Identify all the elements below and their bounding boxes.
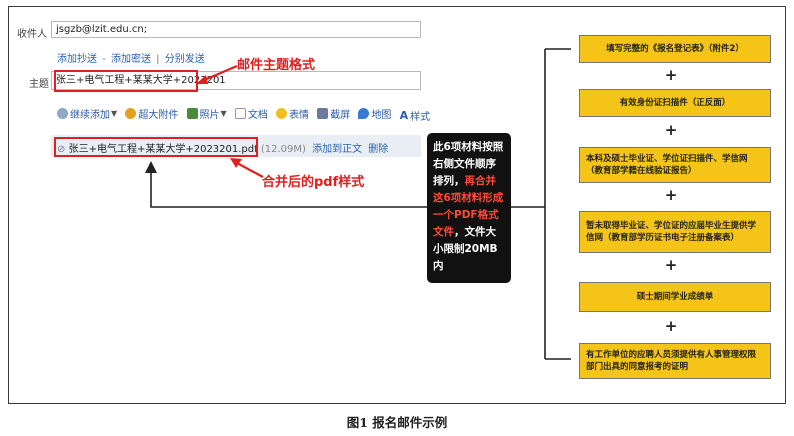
add-cc-link[interactable]: 添加抄送: [57, 54, 97, 65]
font-style-icon: A: [399, 109, 409, 122]
subject-format-annotation: 邮件主题格式: [237, 58, 316, 73]
emoji-icon: [276, 108, 288, 119]
add-to-body-link[interactable]: 添加到正文: [312, 144, 363, 155]
attachment-file-name[interactable]: 张三+电气工程+某某大学+2023201.pdf: [68, 144, 258, 155]
toolbar-add-attachment[interactable]: 继续添加▼: [57, 106, 117, 121]
attachment-bar: [51, 135, 421, 157]
instruction-part-1: 此6项材料按照右侧文件顺序排列，: [433, 141, 504, 187]
paperclip-icon: ⊘: [57, 144, 66, 155]
step-diploma-degree-scan: 本科及硕士毕业证、学位证扫描件、学信网（教育部学籍在线验证报告）: [579, 147, 771, 183]
large-paperclip-icon: [125, 108, 137, 119]
attachment-file-size: (12.09M): [260, 144, 306, 155]
toolbar-screenshot[interactable]: 截屏: [317, 106, 350, 121]
attachment-arrow: [230, 158, 264, 178]
separate-send-link[interactable]: 分别发送: [164, 54, 205, 65]
plus-sign: +: [664, 256, 678, 274]
subject-label: 主题: [29, 79, 49, 90]
plus-sign: +: [664, 317, 678, 335]
step-registration-form: 填写完整的《报名登记表》（附件2）: [579, 35, 771, 63]
toolbar-emoji[interactable]: 表情: [276, 106, 309, 121]
toolbar-document[interactable]: 文档: [234, 106, 268, 121]
toolbar-large-attachment[interactable]: 超大附件: [125, 106, 178, 121]
connector-to-attachment: [145, 161, 427, 208]
plus-sign: +: [664, 121, 678, 139]
map-pin-icon: [358, 108, 370, 119]
step-employer-consent: 有工作单位的应聘人员须提供有人事管理权限部门出具的同意报考的证明: [579, 343, 771, 379]
instruction-part-2: 再合并这6项材料形成一个PDF格式文件: [433, 175, 504, 238]
chevron-down-icon[interactable]: ▼: [111, 109, 118, 118]
plus-sign: +: [664, 66, 678, 84]
document-icon: [234, 108, 246, 119]
instruction-part-3: ，文件大小限制20MB内: [433, 226, 498, 272]
subject-input[interactable]: 张三+电气工程+某某大学+2023201: [51, 71, 421, 90]
toolbar-map[interactable]: 地图: [358, 106, 391, 121]
compose-toolbar: 继续添加▼ 超大附件 照片▼ 文档 表情 截屏 地图 A 样式: [57, 106, 435, 123]
add-bcc-link[interactable]: 添加密送: [110, 54, 151, 65]
step-graduate-registration: 暂未取得毕业证、学位证的应届毕业生提供学信网（教育部学历证书电子注册备案表）: [579, 211, 771, 253]
figure-caption: 图1 报名邮件示例: [346, 415, 448, 430]
attachment-item: ⊘ 张三+电气工程+某某大学+2023201.pdf (12.09M) 添加到正…: [57, 140, 388, 155]
toolbar-photo[interactable]: 照片▼: [186, 106, 227, 121]
photo-icon: [186, 108, 198, 119]
separator: |: [156, 54, 160, 65]
merged-pdf-annotation: 合并后的pdf样式: [262, 175, 365, 190]
separator: -: [102, 54, 106, 65]
recipient-links: 添加抄送 - 添加密送 | 分别发送: [57, 50, 205, 65]
steps-bracket: [511, 48, 571, 360]
attachment-highlight-box: [54, 137, 258, 157]
recipient-input[interactable]: jsgzb@lzit.edu.cn;: [51, 21, 421, 38]
toolbar-style[interactable]: A 样式: [399, 109, 431, 123]
paperclip-icon: [57, 108, 68, 119]
scissors-icon: [317, 108, 329, 119]
delete-attachment-link[interactable]: 删除: [368, 144, 389, 155]
figure-frame: 收件人 jsgzb@lzit.edu.cn; 添加抄送 - 添加密送 | 分别发…: [8, 6, 786, 404]
chevron-down-icon[interactable]: ▼: [220, 109, 227, 118]
subject-arrow: [196, 64, 238, 84]
subject-highlight-box: [54, 70, 198, 92]
plus-sign: +: [664, 186, 678, 204]
step-transcript: 硕士期间学业成绩单: [579, 282, 771, 312]
recipient-label: 收件人: [17, 29, 47, 40]
step-id-card-scan: 有效身份证扫描件（正反面）: [579, 89, 771, 117]
merge-instruction-box: 此6项材料按照右侧文件顺序排列，再合并这6项材料形成一个PDF格式文件，文件大小…: [427, 133, 511, 283]
